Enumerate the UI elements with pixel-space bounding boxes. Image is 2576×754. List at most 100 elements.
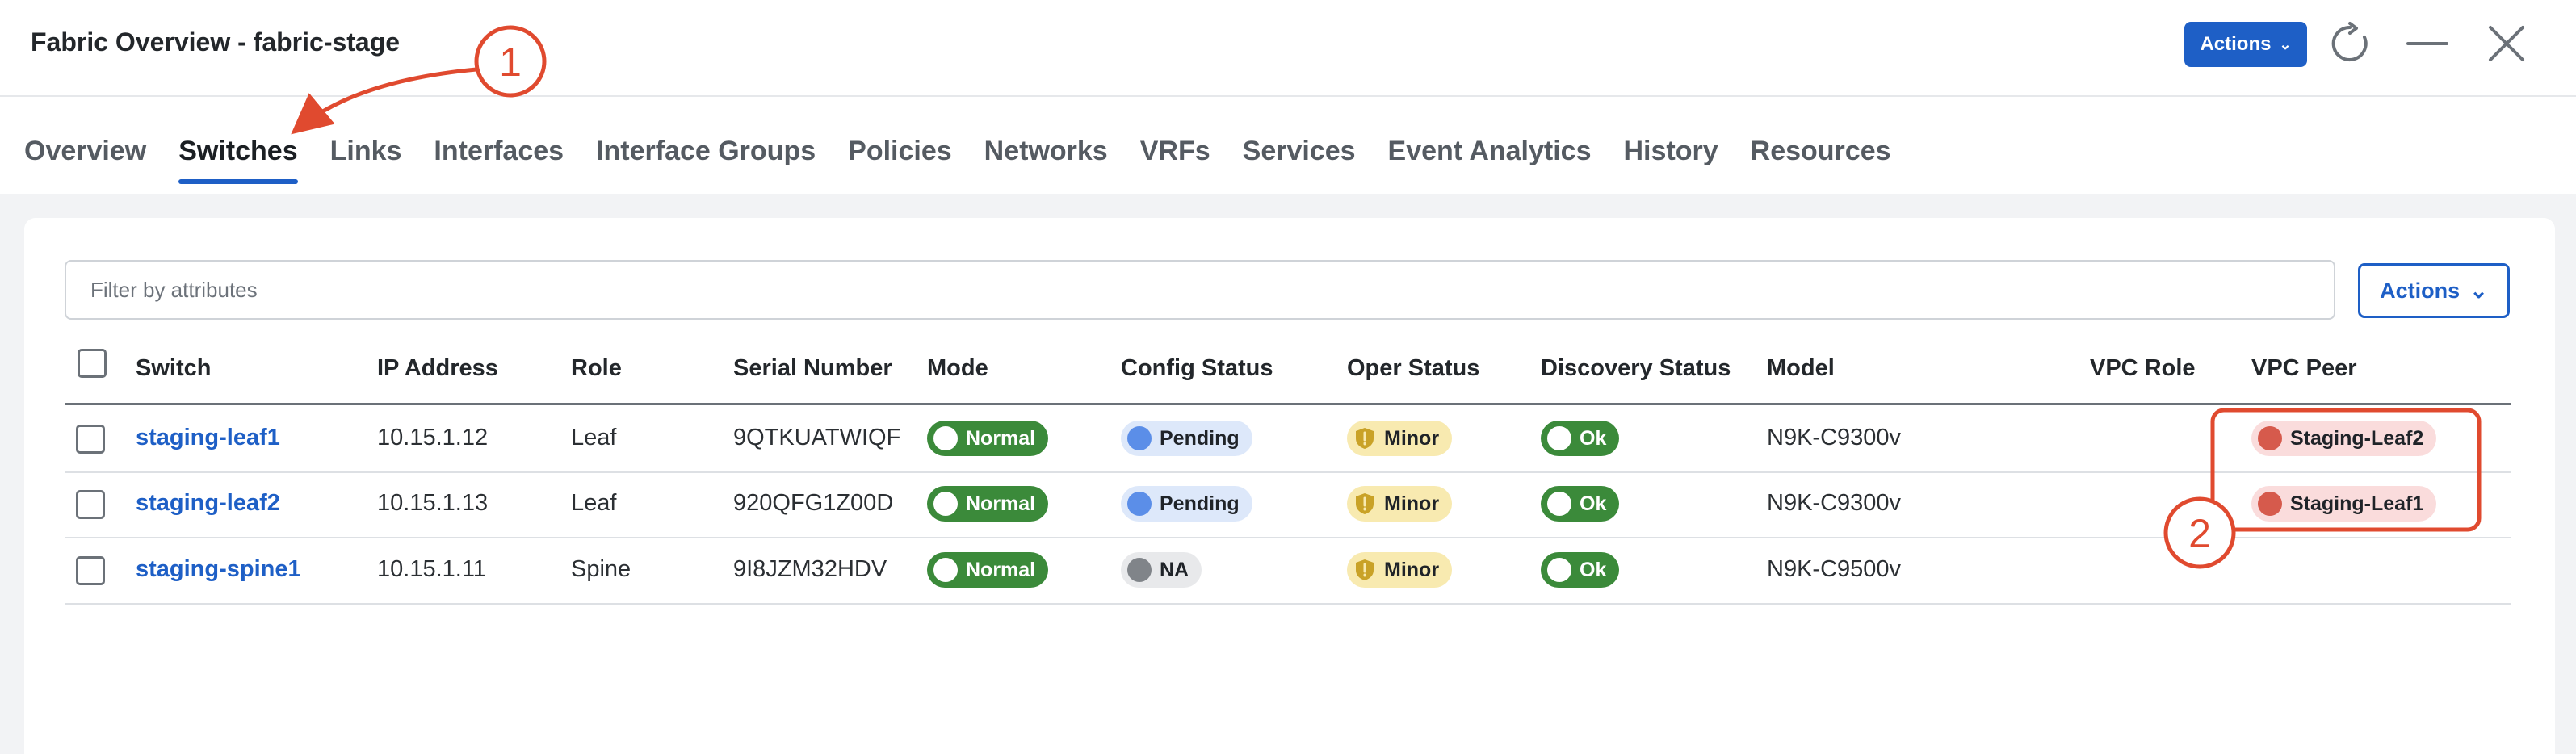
- tab-policies[interactable]: Policies: [848, 136, 952, 166]
- tab-history[interactable]: History: [1623, 136, 1718, 166]
- tab-event-analytics[interactable]: Event Analytics: [1387, 136, 1592, 166]
- table-actions-button[interactable]: Actions ⌄: [2358, 263, 2510, 318]
- tab-networks[interactable]: Networks: [984, 136, 1108, 166]
- config-status-badge: NA: [1121, 552, 1202, 588]
- config-status-label: Pending: [1160, 492, 1240, 515]
- column-header-ip-address[interactable]: IP Address: [377, 355, 498, 381]
- status-dot: [1127, 492, 1152, 516]
- discovery-status-label: Ok: [1580, 426, 1607, 450]
- row-checkbox[interactable]: [76, 556, 105, 585]
- row-checkbox[interactable]: [76, 425, 105, 454]
- column-header-switch[interactable]: Switch: [136, 355, 212, 381]
- select-all-checkbox[interactable]: [78, 349, 107, 378]
- chevron-down-icon: ⌄: [2279, 36, 2292, 52]
- header-actions-label: Actions: [2200, 33, 2272, 55]
- status-dot: [933, 426, 958, 450]
- switch-link[interactable]: staging-leaf2: [136, 490, 280, 516]
- tab-overview[interactable]: Overview: [24, 136, 147, 166]
- vpc-peer-badge[interactable]: Staging-Leaf2: [2251, 421, 2437, 456]
- serial-number: 9I8JZM32HDV: [733, 556, 887, 582]
- column-header-vpc-peer[interactable]: VPC Peer: [2251, 355, 2357, 381]
- warning-shield-icon: [1356, 559, 1374, 580]
- mode-label: Normal: [966, 558, 1036, 581]
- mode-label: Normal: [966, 492, 1036, 515]
- discovery-status-badge: Ok: [1541, 421, 1620, 456]
- row-divider: [65, 537, 2511, 538]
- row-checkbox[interactable]: [76, 490, 105, 519]
- status-dot: [2258, 492, 2282, 516]
- filter-input[interactable]: [65, 260, 2335, 320]
- column-header-config-status[interactable]: Config Status: [1121, 355, 1273, 381]
- vpc-peer-label: Staging-Leaf2: [2290, 426, 2424, 450]
- chevron-down-icon: ⌄: [2469, 278, 2488, 303]
- tab-interfaces[interactable]: Interfaces: [434, 136, 564, 166]
- status-dot: [1127, 426, 1152, 450]
- column-header-role[interactable]: Role: [571, 355, 622, 381]
- vpc-peer-label: Staging-Leaf1: [2290, 492, 2424, 515]
- row-divider: [65, 603, 2511, 605]
- status-dot: [1127, 558, 1152, 582]
- header-actions-button[interactable]: Actions ⌄: [2184, 22, 2307, 67]
- serial-number: 920QFG1Z00D: [733, 490, 894, 516]
- ip-address: 10.15.1.13: [377, 490, 489, 516]
- model: N9K-C9300v: [1767, 425, 1902, 450]
- config-status-badge: Pending: [1121, 421, 1252, 456]
- column-header-vpc-role[interactable]: VPC Role: [2090, 355, 2196, 381]
- ip-address: 10.15.1.11: [377, 556, 486, 582]
- mode-badge: Normal: [927, 421, 1049, 456]
- mode-badge: Normal: [927, 486, 1049, 522]
- config-status-label: NA: [1160, 558, 1189, 581]
- tab-services[interactable]: Services: [1242, 136, 1356, 166]
- page-header: Fabric Overview - fabric-stage Actions ⌄: [0, 0, 2576, 97]
- role: Leaf: [571, 425, 617, 450]
- oper-status-badge: Minor: [1347, 552, 1453, 588]
- oper-status-label: Minor: [1384, 426, 1440, 450]
- warning-shield-icon: [1356, 428, 1374, 449]
- role: Spine: [571, 556, 631, 582]
- mode-label: Normal: [966, 426, 1036, 450]
- switch-link[interactable]: staging-spine1: [136, 556, 301, 582]
- table-header-divider: [65, 403, 2511, 405]
- column-header-oper-status[interactable]: Oper Status: [1347, 355, 1480, 381]
- config-status-label: Pending: [1160, 426, 1240, 450]
- discovery-status-label: Ok: [1580, 558, 1607, 581]
- oper-status-label: Minor: [1384, 558, 1440, 581]
- tab-switches[interactable]: Switches: [178, 136, 299, 184]
- config-status-badge: Pending: [1121, 486, 1252, 522]
- close-icon[interactable]: [2482, 19, 2531, 68]
- table-actions-label: Actions: [2380, 278, 2461, 303]
- minimize-icon[interactable]: [2403, 19, 2452, 68]
- column-header-serial-number[interactable]: Serial Number: [733, 355, 892, 381]
- switch-link[interactable]: staging-leaf1: [136, 425, 280, 450]
- status-dot: [933, 558, 958, 582]
- refresh-icon[interactable]: [2326, 19, 2374, 68]
- column-header-mode[interactable]: Mode: [927, 355, 988, 381]
- ip-address: 10.15.1.12: [377, 425, 489, 450]
- status-dot: [1547, 558, 1571, 582]
- oper-status-badge: Minor: [1347, 486, 1453, 522]
- tab-vrfs[interactable]: VRFs: [1139, 136, 1210, 166]
- discovery-status-badge: Ok: [1541, 552, 1620, 588]
- warning-shield-icon: [1356, 493, 1374, 514]
- tab-bar: Overview Switches Links Interfaces Inter…: [24, 136, 1891, 184]
- tab-interface-groups[interactable]: Interface Groups: [596, 136, 816, 166]
- status-dot: [1547, 426, 1571, 450]
- tab-links[interactable]: Links: [329, 136, 402, 166]
- status-dot: [1547, 492, 1571, 516]
- serial-number: 9QTKUATWIQF: [733, 425, 901, 450]
- discovery-status-badge: Ok: [1541, 486, 1620, 522]
- model: N9K-C9300v: [1767, 490, 1902, 516]
- tab-resources[interactable]: Resources: [1750, 136, 1891, 166]
- page-title: Fabric Overview - fabric-stage: [31, 27, 401, 57]
- mode-badge: Normal: [927, 552, 1049, 588]
- vpc-peer-badge[interactable]: Staging-Leaf1: [2251, 486, 2437, 522]
- model: N9K-C9500v: [1767, 556, 1902, 582]
- discovery-status-label: Ok: [1580, 492, 1607, 515]
- column-header-model[interactable]: Model: [1767, 355, 1835, 381]
- row-divider: [65, 471, 2511, 473]
- status-dot: [933, 492, 958, 516]
- column-header-discovery-status[interactable]: Discovery Status: [1541, 355, 1731, 381]
- oper-status-badge: Minor: [1347, 421, 1453, 456]
- status-dot: [2258, 426, 2282, 450]
- role: Leaf: [571, 490, 617, 516]
